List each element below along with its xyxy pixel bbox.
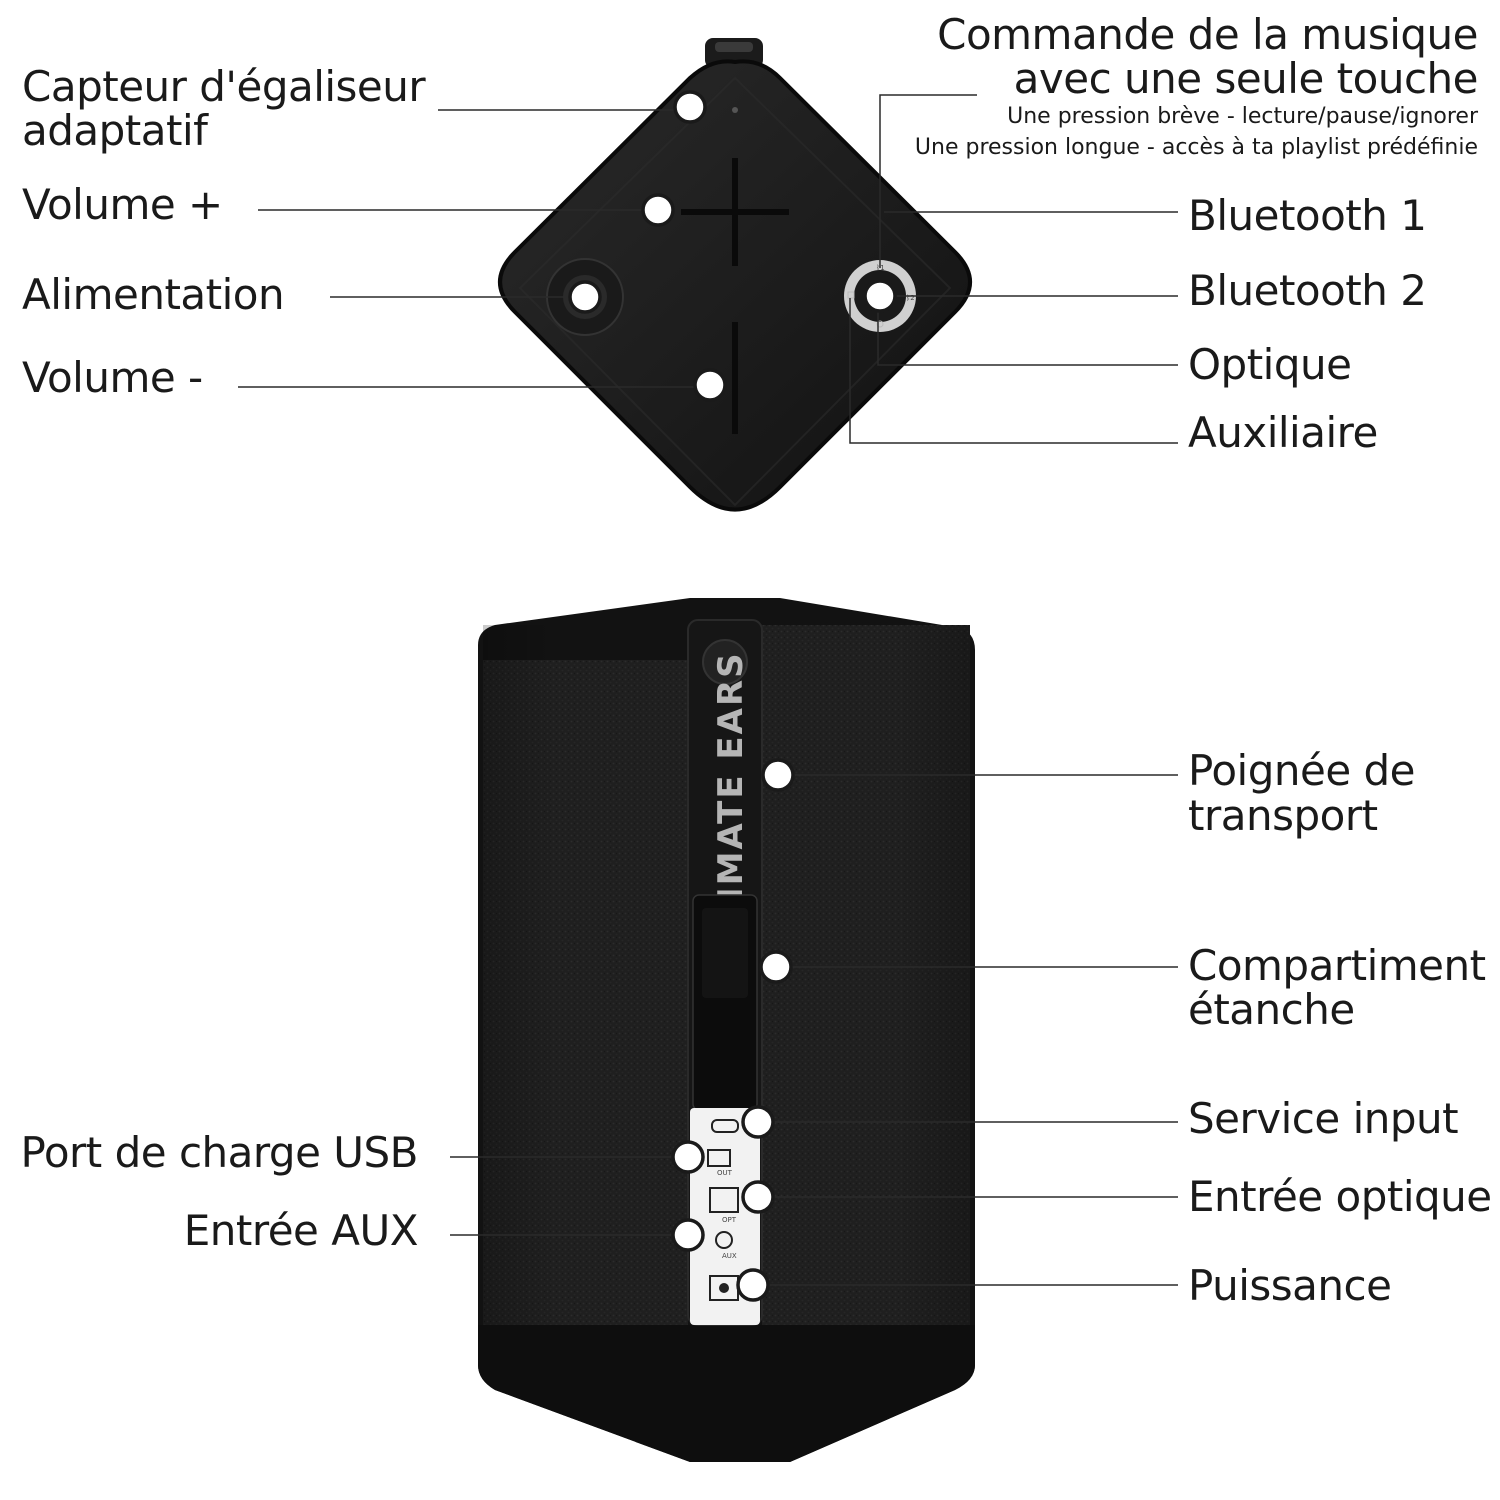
top-view: ᛒ1 ᛒ2	[238, 38, 1178, 512]
callout-eq-sensor	[673, 90, 707, 124]
label-service-input: Service input	[1188, 1094, 1459, 1143]
callout-power-in	[736, 1268, 770, 1302]
label-waterproof-2: étanche	[1188, 985, 1355, 1034]
label-usb-charge: Port de charge USB	[20, 1128, 418, 1177]
callout-volume-up	[641, 193, 675, 227]
label-handle-1: Poignée de	[1188, 746, 1416, 795]
leader-aux	[849, 298, 1178, 444]
callout-source	[863, 279, 897, 313]
label-music-control-long: Une pression longue - accès à ta playlis…	[914, 135, 1478, 160]
callout-service	[741, 1105, 775, 1139]
callout-aux-in	[671, 1218, 705, 1252]
callout-optical-in	[741, 1180, 775, 1214]
label-power: Alimentation	[22, 270, 285, 319]
label-music-control-2: avec une seule touche	[1013, 54, 1479, 103]
label-waterproof-1: Compartiment	[1188, 941, 1486, 990]
svg-text:OPT: OPT	[722, 1216, 737, 1224]
usb-port	[707, 1149, 731, 1167]
optical-port	[709, 1187, 739, 1213]
callout-volume-down	[693, 368, 727, 402]
label-volume-down: Volume -	[22, 353, 203, 402]
speaker-top-body	[498, 59, 972, 512]
aux-port	[715, 1231, 733, 1249]
label-optical-in: Entrée optique	[1188, 1172, 1492, 1221]
callout-power	[568, 280, 602, 314]
label-optique: Optique	[1188, 340, 1352, 389]
leader-optique	[877, 300, 1178, 366]
label-aux-in: Entrée AUX	[183, 1206, 419, 1255]
label-handle-2: transport	[1188, 791, 1378, 840]
svg-text:AUX: AUX	[722, 1252, 737, 1260]
svg-text:ᛒ2: ᛒ2	[906, 294, 915, 302]
label-volume-up: Volume +	[22, 180, 223, 229]
label-music-control-short: Une pression brève - lecture/pause/ignor…	[1007, 104, 1478, 129]
label-aux: Auxiliaire	[1188, 408, 1378, 457]
eq-sensor-pinhole	[732, 107, 738, 113]
label-music-control-1: Commande de la musique	[937, 10, 1478, 59]
side-view: IMATE EARS OUT OPT AUX	[450, 598, 1178, 1462]
callout-handle	[761, 758, 795, 792]
callout-usb	[671, 1140, 705, 1174]
label-power-in: Puissance	[1188, 1261, 1392, 1310]
label-bluetooth2: Bluetooth 2	[1188, 266, 1427, 315]
callout-waterproof	[759, 950, 793, 984]
label-bluetooth1: Bluetooth 1	[1188, 191, 1427, 240]
plus-icon	[681, 158, 789, 266]
brand-text: IMATE EARS	[711, 651, 751, 900]
minus-icon	[732, 322, 738, 434]
service-port	[711, 1119, 739, 1133]
svg-text:OUT: OUT	[717, 1169, 733, 1177]
label-eq-sensor-2: adaptatif	[22, 106, 208, 155]
label-eq-sensor-1: Capteur d'égaliseur	[22, 62, 426, 111]
handle-button	[702, 639, 748, 685]
leader-music-control	[879, 94, 977, 268]
